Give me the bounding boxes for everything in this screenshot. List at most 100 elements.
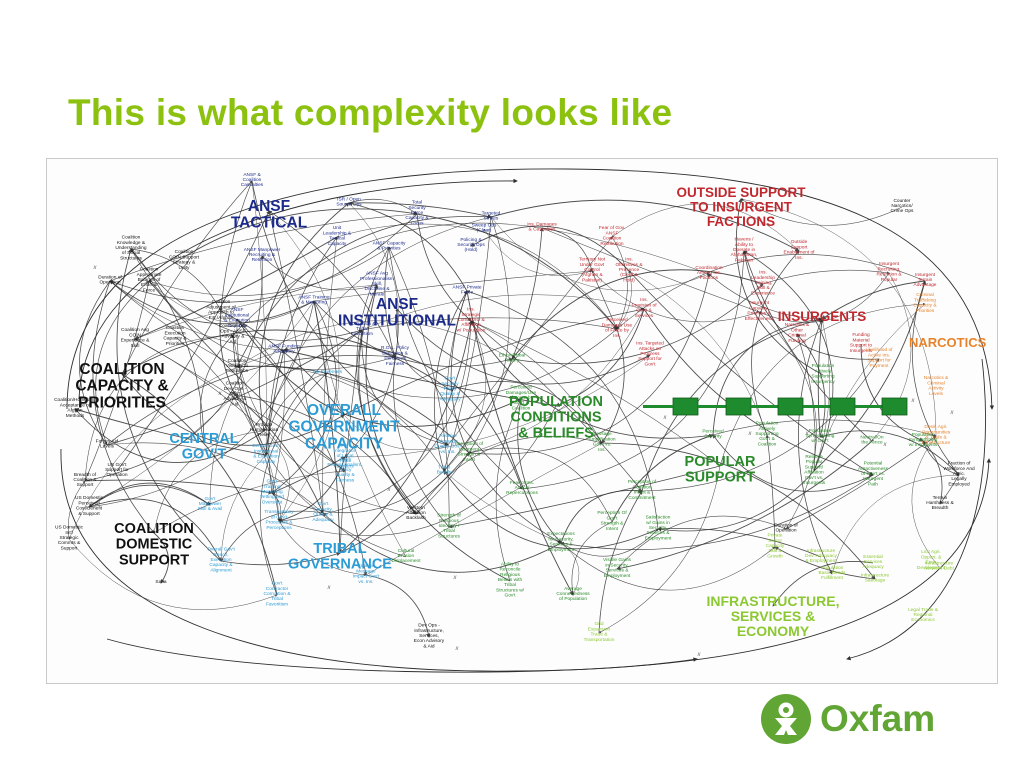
causal-link xyxy=(278,405,557,537)
causal-link xyxy=(336,223,618,330)
diagram-node-label-line: Reconcile xyxy=(499,567,520,573)
causal-link xyxy=(657,470,815,532)
diagram-node-label-line: Supporting xyxy=(755,431,779,437)
diagram-node-label-line: Leadership & xyxy=(323,230,352,236)
causal-link xyxy=(148,246,390,296)
diagram-node-label-line: Strategy & xyxy=(173,260,196,266)
causal-link xyxy=(449,381,603,444)
diagram-node-label-line: Professionalism, xyxy=(327,462,362,468)
diagram-node-label-line: Overall Gov't xyxy=(207,547,235,553)
diagram-node-label-line: & Support xyxy=(78,511,100,517)
diagram-node-label-line: Acceptance of xyxy=(60,402,91,408)
diagram-node-label-line: of Social xyxy=(122,250,140,256)
diagram-node-label-line: Support xyxy=(61,545,78,551)
diagram-node-label-line: Enablement of xyxy=(784,250,816,256)
diagram-node-label-line: Policy xyxy=(444,386,457,392)
cluster-label-line: ANSF xyxy=(248,198,290,215)
diagram-node-label-line: Message xyxy=(438,438,458,444)
diagram-node-label-line: Ability to xyxy=(501,561,519,567)
diagram-node-label-line: Population xyxy=(756,421,779,427)
delay-mark: // xyxy=(94,265,97,271)
diagram-node-label-line: Affiliation xyxy=(406,510,426,516)
causal-link xyxy=(265,329,363,456)
diagram-node-label: Ins. Damages& Casualties xyxy=(527,221,557,232)
diagram-node-label-line: Beliefs with xyxy=(498,577,523,583)
diagram-node-label-line: Other xyxy=(791,327,803,333)
diagram-node-label-line: Tax Revenues xyxy=(312,369,343,375)
diagram-node-label-line: Visibility to xyxy=(226,363,249,369)
diagram-node-label-line: Infrastructure xyxy=(807,548,836,554)
diagram-node-label-line: w/ Gov't xyxy=(811,438,829,444)
cluster-label-line: POPULAR xyxy=(685,454,756,470)
causal-link xyxy=(271,300,337,494)
causal-link xyxy=(447,236,613,446)
diagram-node-label-line: Perceptions xyxy=(266,525,292,531)
stock-box xyxy=(725,397,752,416)
causal-link xyxy=(470,225,630,272)
diagram-node-label-line: Capacity xyxy=(228,323,247,329)
causal-link xyxy=(601,442,876,580)
causal-link xyxy=(153,532,169,584)
diagram-node-label-line: Favoritism xyxy=(351,331,373,337)
cluster-label-line: GOV'T xyxy=(182,447,227,463)
diagram-node-label-line: Corruption & xyxy=(349,321,377,327)
diagram-node-label-line: Coalition xyxy=(226,381,245,387)
causal-link xyxy=(598,490,643,634)
diagram-node-label-line: Support xyxy=(77,482,94,488)
diagram-node-label-line: Coalition Dev xyxy=(219,323,248,329)
diagram-node-label-line: Leadership xyxy=(751,275,775,281)
diagram-node-label-line: Economics xyxy=(911,617,935,623)
diagram-node-label-line: Affiliation xyxy=(461,322,481,328)
diagram-node-label-line: w/ Insurgents xyxy=(909,442,938,448)
diagram-node-label-line: Attack/ xyxy=(515,485,530,491)
diagram-node-label-line: Humanitarian xyxy=(250,427,279,433)
cluster-label-line: INSURGENTS xyxy=(778,309,867,324)
diagram-node-label-line: Manpower xyxy=(199,501,222,507)
diagram-node-label-line: Population xyxy=(812,363,835,369)
diagram-node-label-line: & Priorities xyxy=(377,246,401,252)
diagram-node-label-line: Employed xyxy=(948,481,970,487)
diagram-node-label-line: Perceived xyxy=(606,317,628,323)
diagram-node-label-line: US Gov't xyxy=(107,462,127,468)
causal-link xyxy=(365,574,431,638)
causal-link xyxy=(922,440,943,505)
diagram-node-label-line: Favoritism xyxy=(266,601,288,607)
diagram-node-label-line: Forces Aid xyxy=(96,438,119,444)
diagram-node-label-line: Terrain xyxy=(918,277,933,283)
diagram-node-label-line: Mentoring xyxy=(261,489,283,495)
diagram-node-label-line: & Employment xyxy=(805,558,837,564)
diagram-node-label-line: Relative xyxy=(357,563,375,569)
diagram-node-label-line: ANSF Avg xyxy=(366,271,388,277)
causal-link xyxy=(121,373,345,446)
causal-link xyxy=(267,210,324,514)
diagram-node-label-line: Strategic xyxy=(462,312,482,318)
diagram-node-label-line: Quality Gov't xyxy=(434,444,462,450)
diagram-node-label-line: Execution & xyxy=(382,350,408,356)
diagram-node-label-line: Capacity xyxy=(766,543,785,549)
diagram-node-label-line: Criminal xyxy=(927,380,945,386)
causal-link xyxy=(361,317,618,331)
diagram-node-label-line: Priorities xyxy=(916,308,935,314)
causal-link xyxy=(712,317,823,436)
diagram-node-label-line: Econ Advisory xyxy=(414,638,445,644)
diagram-node-label-line: Desir. Agri. xyxy=(924,424,947,430)
diagram-node-label-line: Perception Of xyxy=(597,510,627,516)
diagram-node-label-line: Contractor xyxy=(266,586,289,592)
diagram-node-label-line: Trade & xyxy=(591,632,609,638)
causal-link xyxy=(326,328,618,399)
diagram-node-label-line: COIN Support xyxy=(169,254,200,260)
diagram-node-label-line: Trafficking xyxy=(914,297,936,303)
